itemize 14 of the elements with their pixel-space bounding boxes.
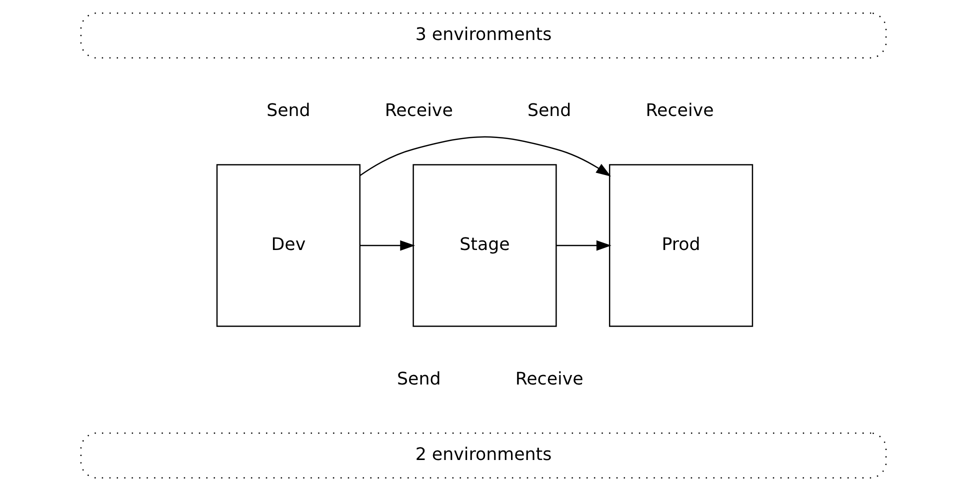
label: Receive (646, 100, 714, 121)
node-box: Dev (216, 164, 360, 327)
label: Send (527, 100, 572, 121)
node-box: 2 environments (80, 432, 887, 478)
node-box: 3 environments (80, 12, 887, 59)
arrow (556, 240, 612, 251)
arrow (360, 240, 416, 251)
label: Send (266, 100, 310, 121)
node-box: Prod (608, 164, 754, 327)
node-box: Stage (412, 164, 557, 327)
label: Receive (384, 100, 453, 121)
label: Receive (515, 369, 584, 390)
arrow (360, 136, 611, 177)
label: Send (397, 369, 441, 390)
